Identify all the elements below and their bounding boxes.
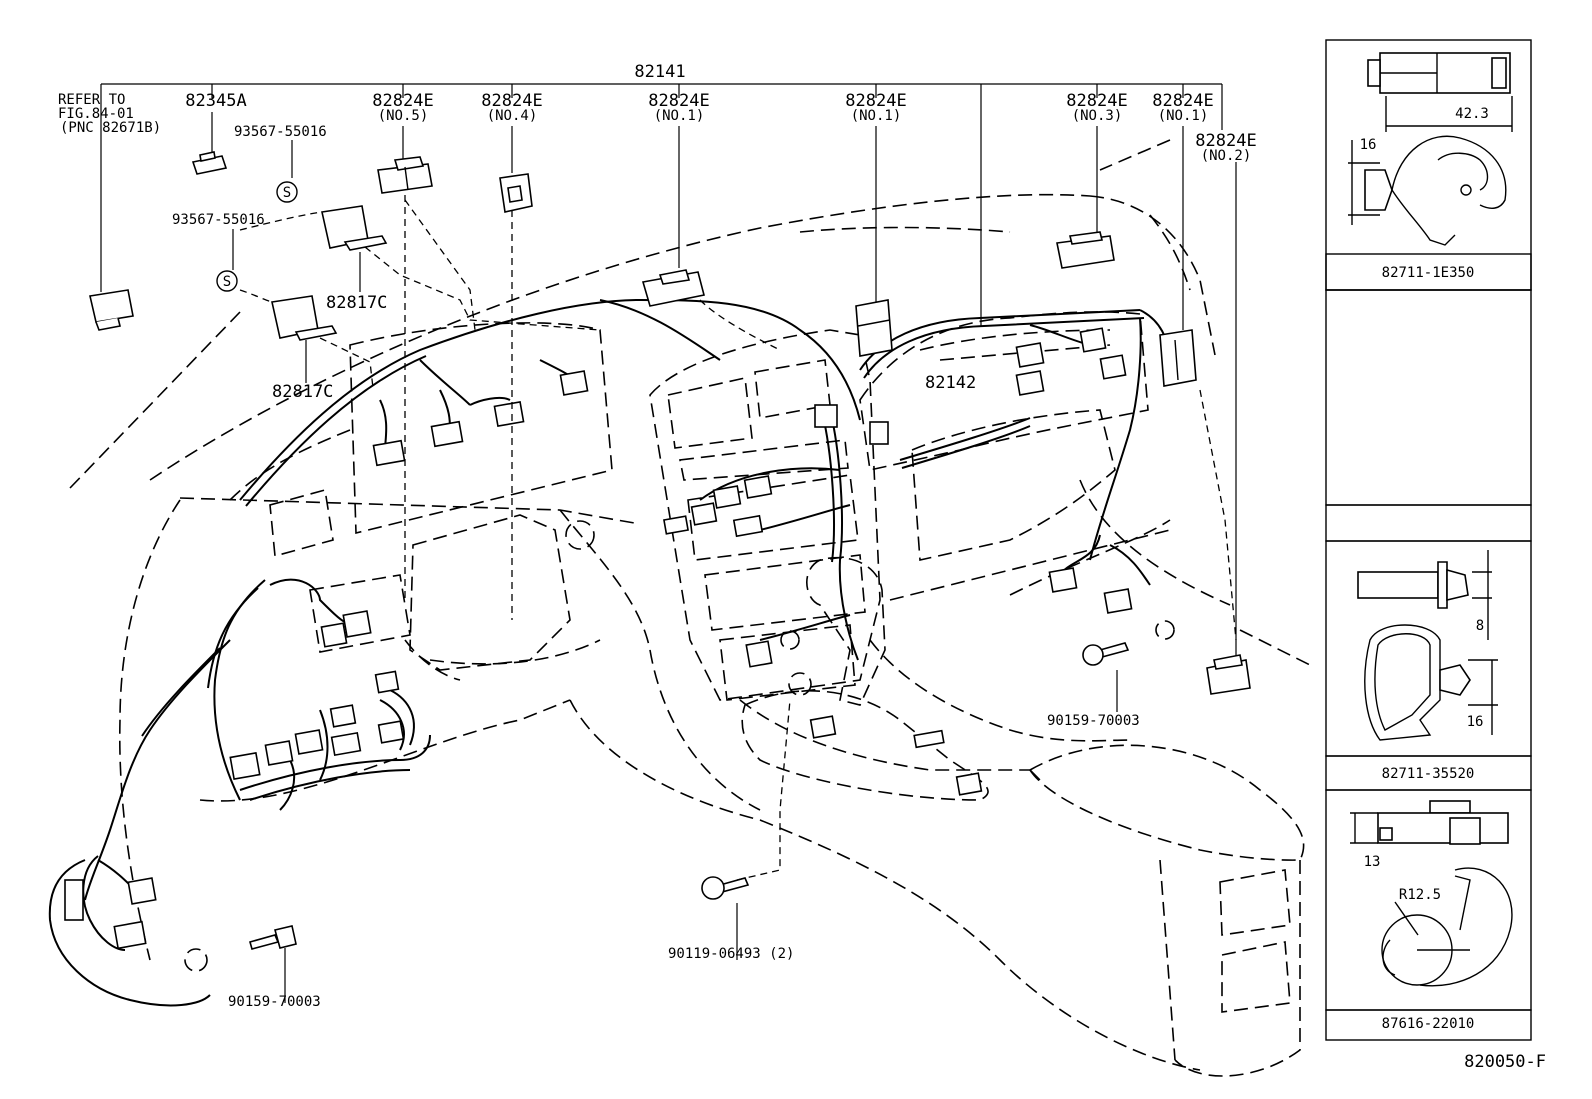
bolt-left-part (249, 925, 297, 950)
clamp-82817c-lower-part (271, 295, 338, 341)
label-junction-no1-b: 82824E (845, 91, 906, 111)
refer-connector-part (89, 289, 134, 331)
label-junction-no5-sub: (NO.5) (378, 108, 429, 124)
harness-bracket (100, 83, 1223, 326)
label-junction-no5: 82824E (372, 91, 433, 111)
clip3-caption-box (1325, 1009, 1532, 1041)
wiring-harness (48, 299, 1170, 1007)
leader-lines (211, 112, 1237, 1003)
label-junction-no2: 82824E (1195, 131, 1256, 151)
label-screw-lower: 93567-55016 (172, 212, 265, 228)
label-junction-no4-sub: (NO.4) (487, 108, 538, 124)
clip1-dim-height: 16 (1360, 137, 1377, 153)
relay-82345a-part (191, 151, 228, 175)
junction-parts (89, 151, 1251, 950)
screw-symbol-upper-text: S (283, 185, 291, 201)
clip2-dim-b: 16 (1467, 714, 1484, 730)
label-junction-no4: 82824E (481, 91, 542, 111)
blank-box (1325, 289, 1532, 506)
label-junction-no1-b-sub: (NO.1) (851, 108, 902, 124)
clamp-82817c-upper-part (321, 205, 388, 251)
bolt-center-part (701, 876, 750, 900)
part-labels: 82141 REFER TO FIG.84-01 (PNC 82671B) 82… (58, 62, 1257, 1010)
part-links (239, 195, 1237, 881)
label-junction-no1-c: 82824E (1152, 91, 1213, 111)
label-junction-no1-a: 82824E (648, 91, 709, 111)
clip3-radius: R12.5 (1399, 887, 1441, 903)
screw-symbols: S S (216, 181, 298, 292)
dashboard-outline (69, 139, 1311, 1077)
clip1-drawing: 42.3 16 82711-1E350 (1348, 52, 1513, 281)
label-junction-no3-sub: (NO.3) (1072, 108, 1123, 124)
label-bolt-right: 90159-70003 (1047, 713, 1140, 729)
bolt-right-part (1082, 642, 1130, 666)
label-refer-line3: (PNC 82671B) (60, 120, 161, 136)
junction-no1-b-part (855, 299, 893, 357)
label-relay-82345a: 82345A (185, 91, 246, 111)
clip2-part-label: 82711-35520 (1382, 766, 1475, 782)
label-bolt-center: 90119-06493 (2) (668, 946, 794, 962)
screw-symbol-upper-icon (276, 181, 298, 203)
label-harness-sub: 82142 (925, 373, 976, 393)
connectors (64, 327, 1133, 950)
screw-symbol-lower-icon (216, 270, 238, 292)
clip2-dim-a: 8 (1476, 618, 1484, 634)
clip1-dim-length: 42.3 (1455, 106, 1489, 122)
junction-no1-c-part (1159, 329, 1197, 387)
side-panel: 42.3 16 82711-1E350 8 (1325, 39, 1532, 1041)
label-junction-no1-c-sub: (NO.1) (1158, 108, 1209, 124)
clip3-dim-height: 13 (1364, 854, 1381, 870)
junction-no2-part (1206, 654, 1251, 695)
label-junction-no2-sub: (NO.2) (1201, 148, 1252, 164)
label-bolt-left: 90159-70003 (228, 994, 321, 1010)
junction-no3-part (1056, 231, 1115, 269)
clip2-drawing: 8 16 82711-35520 (1357, 550, 1498, 782)
label-harness-main: 82141 (634, 62, 685, 82)
clip1-part-label: 82711-1E350 (1382, 265, 1475, 281)
label-clamp-upper: 82817C (326, 293, 387, 313)
clip3-drawing: 13 R12.5 87616-22010 (1350, 800, 1513, 1032)
clip3-part-label: 87616-22010 (1382, 1016, 1475, 1032)
label-junction-no1-a-sub: (NO.1) (654, 108, 705, 124)
junction-no5-part (377, 156, 433, 194)
junction-no4-part (499, 173, 533, 213)
label-refer-line1: REFER TO (58, 92, 125, 108)
junction-no1-a-part (641, 269, 705, 307)
screw-symbol-lower-text: S (223, 274, 231, 290)
label-clamp-lower: 82817C (272, 382, 333, 402)
label-refer-line2: FIG.84-01 (58, 106, 134, 122)
label-junction-no3: 82824E (1066, 91, 1127, 111)
figure-code: 820050-F (1464, 1052, 1546, 1072)
label-screw-upper: 93567-55016 (234, 124, 327, 140)
blank-caption-box (1325, 504, 1532, 542)
